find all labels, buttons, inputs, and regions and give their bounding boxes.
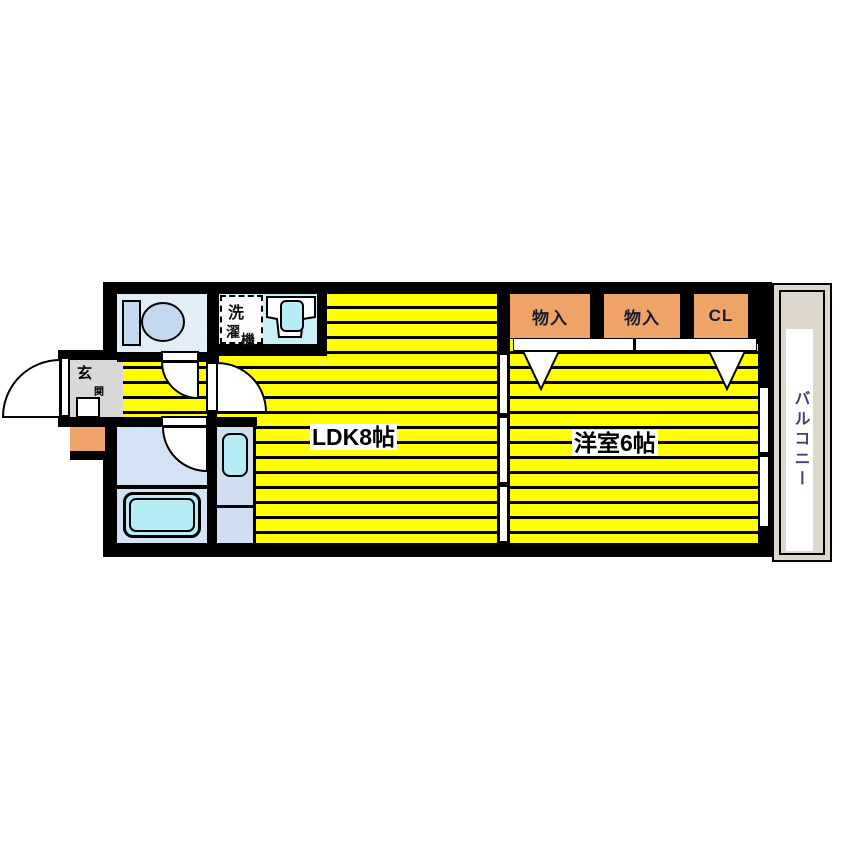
room-ldk-label: LDK8帖: [310, 424, 398, 450]
bathtub-icon: [123, 492, 201, 538]
closet-track-tick: [633, 338, 636, 352]
wall: [207, 417, 257, 427]
sliding-door-break: [499, 482, 508, 487]
entrance-step: [76, 397, 100, 418]
balcony-label: バルコニー: [791, 390, 809, 490]
kitchen-counter-line: [253, 427, 256, 543]
closet-storage-1: 物入: [510, 294, 590, 338]
closet-storage-2-label: 物入: [624, 308, 660, 328]
washing-machine-area: [220, 295, 263, 344]
washer-label-2: 濯: [226, 324, 240, 340]
entrance-door-arc: [1, 358, 61, 418]
bathroom-door: [161, 416, 208, 427]
closet-cl-label: CL: [708, 306, 734, 325]
wall: [590, 294, 604, 338]
balcony-label-band: バルコニー: [786, 329, 813, 551]
bathroom-divider: [117, 485, 207, 489]
genkan-label: 玄: [77, 365, 93, 382]
entrance-wing: 玄 関: [58, 350, 123, 460]
wall: [70, 417, 123, 427]
closet-cl: CL: [694, 294, 748, 338]
sliding-door-ldk-western: [499, 354, 508, 542]
wall: [198, 352, 207, 362]
wall: [70, 451, 123, 460]
toilet-door: [161, 351, 199, 362]
shoe-cabinet: [70, 427, 105, 451]
balcony-inner-outline: [779, 290, 825, 555]
washer-label-1: 洗: [228, 305, 245, 322]
wall: [748, 294, 772, 344]
wall: [117, 352, 162, 362]
genkan-label-sub: 関: [94, 387, 104, 398]
wall: [58, 350, 123, 360]
wall: [317, 294, 327, 356]
wall: [58, 415, 70, 427]
closet-storage-2: 物入: [604, 294, 680, 338]
kitchen-sink-icon: [222, 433, 248, 477]
sliding-door-break: [499, 413, 508, 418]
wall: [217, 344, 327, 356]
washer-label-3: 機: [241, 332, 255, 348]
wall: [207, 294, 219, 362]
balcony-window-break: [759, 452, 769, 457]
balcony: バルコニー: [772, 283, 832, 562]
hall-ldk-door: [206, 362, 218, 412]
wall: [680, 294, 694, 338]
room-western-label: 洋室6帖: [572, 430, 658, 456]
balcony-window: [759, 387, 769, 527]
room-toilet: [117, 294, 207, 354]
entrance-door: [60, 357, 70, 417]
wall: [207, 427, 217, 543]
closet-storage-1-label: 物入: [532, 308, 568, 328]
wall: [103, 417, 163, 427]
kitchen-divider: [217, 505, 253, 508]
